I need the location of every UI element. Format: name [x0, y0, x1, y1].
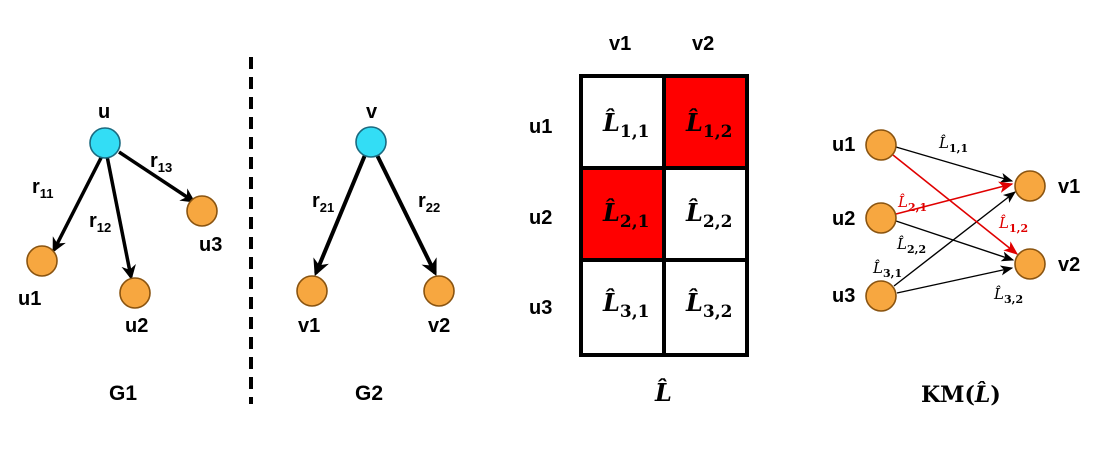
matrix-row-header-u2: u2: [529, 207, 552, 229]
matrix-cell-1-2: [664, 76, 747, 168]
edge-label-km-2-2: L̂2,2: [896, 235, 926, 256]
edge-u2-v2: [895, 220, 1015, 262]
edge-v-v1: [313, 154, 367, 277]
node-v2: [423, 275, 455, 307]
node-km-u3: [865, 280, 897, 312]
node-label-u1: u1: [18, 288, 41, 310]
node-label-v: v: [366, 101, 378, 123]
edge-u1-v2-highlight: [892, 154, 1019, 255]
node-label-v1: v1: [298, 315, 320, 337]
edge-label-km-2-1: L̂2,1: [897, 193, 927, 214]
edge-v-v2: [375, 154, 437, 277]
caption-km: KM(L̂): [921, 382, 1001, 408]
matrix-cell-2-1: [581, 168, 664, 260]
matrix-cell-1-1: [581, 76, 664, 168]
edge-u-u3: [118, 150, 196, 203]
graph-g1: u u1 u2 u3 r11 r12 r13 G1: [18, 101, 222, 405]
matrix-cell-label-2-1: L̂2,1: [602, 198, 649, 232]
matrix-cell-label-3-1: L̂3,1: [602, 288, 649, 322]
node-km-v2: [1014, 248, 1046, 280]
node-v1: [296, 275, 328, 307]
matrix-cell-3-1: [581, 260, 664, 355]
graph-g2: v v1 v2 r21 r22 G2: [296, 101, 455, 405]
matrix-lhat: v1 v2 u1 u2 u3 L̂1,1 L̂1,2 L̂2,1 L̂2,2 L…: [529, 33, 749, 407]
edge-label-km-3-2: L̂3,2: [993, 285, 1023, 306]
node-label-km-v1: v1: [1058, 176, 1080, 198]
matrix-row-header-u1: u1: [529, 116, 552, 138]
node-u3: [186, 195, 218, 227]
node-label-u2: u2: [125, 315, 148, 337]
matrix-cell-2-2: [664, 168, 747, 260]
edge-label-r13: r13: [150, 150, 172, 175]
node-v: [355, 126, 387, 158]
edge-label-r11: r11: [32, 176, 54, 201]
edge-u1-v1: [895, 146, 1014, 183]
edge-u2-v1-highlight: [895, 181, 1014, 215]
edge-u3-v2: [896, 265, 1014, 294]
node-u1: [26, 245, 58, 277]
edge-u-u1: [52, 153, 105, 253]
node-label-u: u: [98, 101, 110, 123]
node-u: [89, 127, 121, 159]
node-km-v1: [1014, 170, 1046, 202]
node-label-km-u2: u2: [832, 208, 855, 230]
matrix-cell-label-1-1: L̂1,1: [602, 108, 649, 142]
node-km-u1: [865, 129, 897, 161]
caption-g2: G2: [355, 382, 383, 405]
matrix-cell-3-2: [664, 260, 747, 355]
edge-label-km-1-1: L̂1,1: [938, 134, 968, 155]
matrix-cell-label-2-2: L̂2,2: [685, 198, 732, 232]
node-label-km-v2: v2: [1058, 254, 1080, 276]
edge-label-km-3-1: L̂3,1: [872, 259, 902, 280]
edge-label-r21: r21: [312, 190, 334, 215]
edge-label-r22: r22: [418, 190, 440, 215]
edge-label-r12: r12: [89, 210, 111, 235]
node-label-u3: u3: [199, 234, 222, 256]
node-label-km-u1: u1: [832, 134, 855, 156]
node-label-v2: v2: [428, 315, 450, 337]
edge-u3-v1: [893, 191, 1016, 287]
caption-g1: G1: [109, 382, 137, 405]
matrix-cell-label-1-2: L̂1,2: [685, 108, 732, 142]
matrix-row-header-u3: u3: [529, 297, 552, 319]
node-u2: [119, 277, 151, 309]
matrix-col-header-v1: v1: [609, 33, 631, 55]
edge-u-u2: [105, 155, 136, 280]
caption-lhat: L̂: [654, 378, 672, 407]
bipartite-km: u1 u2 u3 v1 v2 L̂1,1 L̂2,1 L̂1,2 L̂2,2 L…: [832, 129, 1080, 408]
edge-label-km-1-2: L̂1,2: [998, 214, 1028, 235]
matrix-col-header-v2: v2: [692, 33, 714, 55]
node-km-u2: [865, 202, 897, 234]
matrix-cell-label-3-2: L̂3,2: [685, 288, 732, 322]
node-label-km-u3: u3: [832, 285, 855, 307]
